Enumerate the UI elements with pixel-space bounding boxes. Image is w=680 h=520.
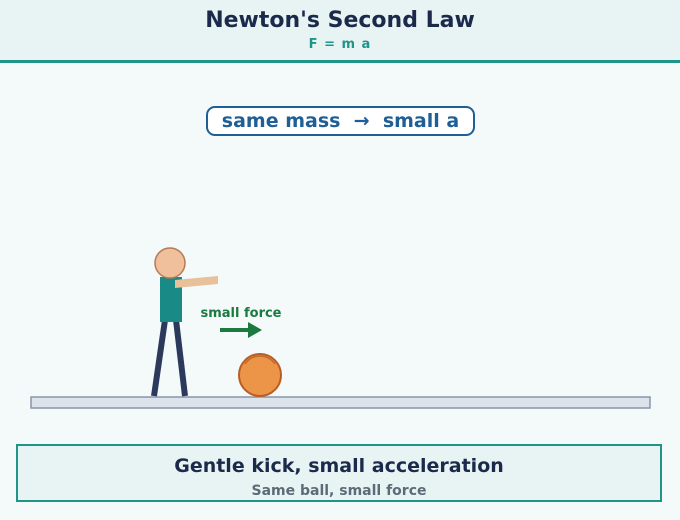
caption-subtitle: Same ball, small force: [251, 483, 427, 499]
header: Newton's Second Law F = m a: [0, 0, 680, 63]
caption-box: Gentle kick, small acceleration Same bal…: [16, 444, 662, 502]
page-title: Newton's Second Law: [205, 8, 475, 33]
caption-title: Gentle kick, small acceleration: [174, 455, 504, 477]
ball: [238, 353, 282, 397]
force-arrow-icon: [220, 322, 262, 338]
person-head: [154, 247, 186, 279]
person-arm: [175, 276, 218, 288]
person-right-leg: [173, 319, 188, 397]
ground: [30, 396, 651, 409]
person-left-leg: [151, 319, 168, 397]
badge-text: same mass → small a: [222, 110, 459, 132]
badge-box: [206, 106, 475, 136]
force-label: small force: [200, 306, 281, 321]
formula: F = m a: [308, 37, 372, 52]
person-torso: [160, 277, 182, 322]
person: [151, 247, 218, 397]
